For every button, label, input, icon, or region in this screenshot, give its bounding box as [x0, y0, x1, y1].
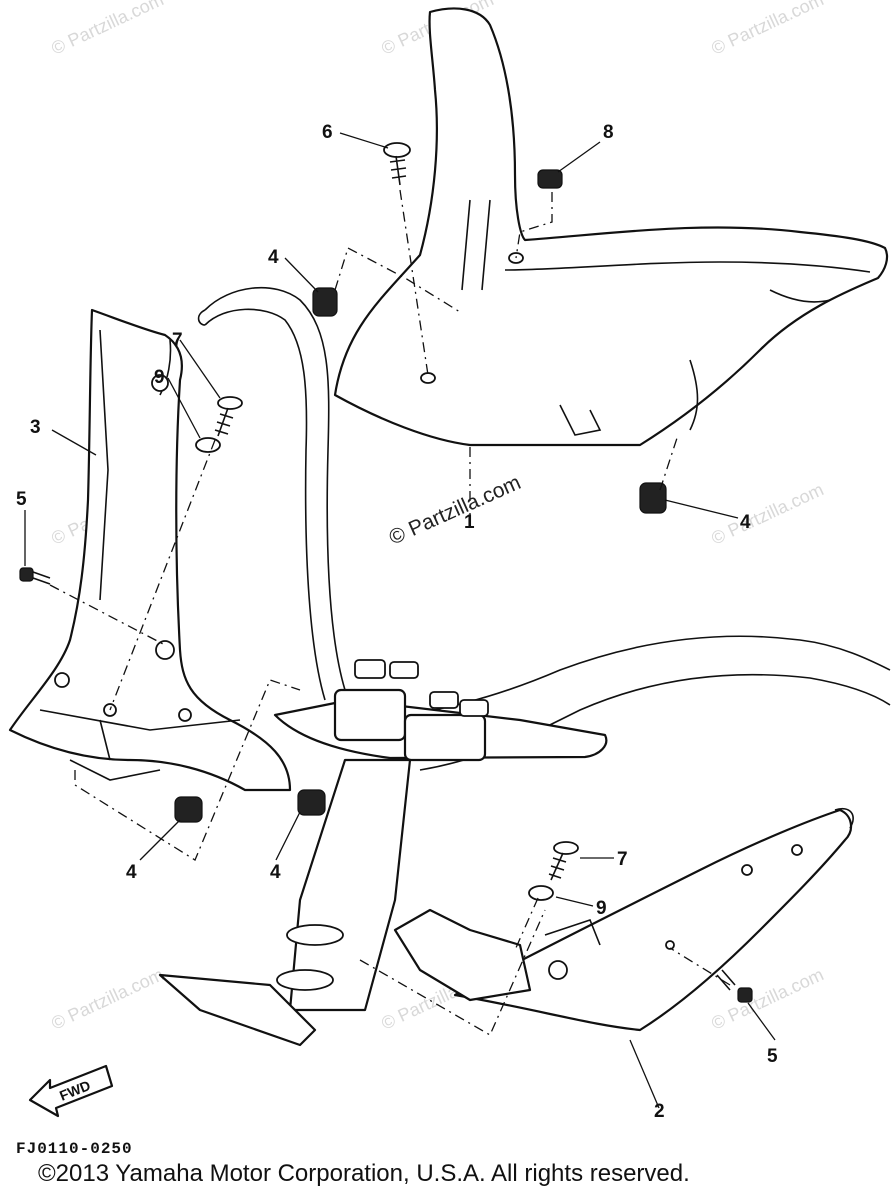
hardware: [19, 142, 753, 1003]
callout-part-4-bottom-left: 4: [126, 862, 137, 883]
callout-part-9-left: 9: [154, 367, 165, 388]
faint-watermark: © Partzilla.com: [48, 964, 166, 1033]
callout-part-6: 6: [322, 122, 333, 143]
fwd-arrow-icon: FWD: [28, 1064, 114, 1118]
callout-part-5-right: 5: [767, 1046, 778, 1067]
callout-part-4-top: 4: [268, 247, 279, 268]
callout-part-5-left: 5: [16, 489, 27, 510]
assembly-lines: [49, 189, 731, 1036]
watermark-main: © Partzilla.com: [386, 471, 525, 550]
faint-watermark: © Partzilla.com: [708, 479, 826, 548]
faint-watermark: © Partzilla.com: [708, 0, 826, 59]
faint-watermark: © Partzilla.com: [48, 0, 166, 59]
leader-lines: [24, 132, 776, 1109]
left-cover: [8, 308, 292, 792]
copyright-notice: ©2013 Yamaha Motor Corporation, U.S.A. A…: [38, 1160, 690, 1187]
callout-part-7-right: 7: [617, 849, 628, 870]
callout-part-8: 8: [603, 122, 614, 143]
front-fender: [333, 7, 889, 447]
steering-stem: [158, 659, 608, 1047]
diagram-code: FJ0110-0250: [16, 1140, 133, 1158]
callout-part-4-bottom-mid: 4: [270, 862, 281, 883]
callout-part-9-right: 9: [596, 898, 607, 919]
callout-part-7-left: 7: [172, 330, 183, 351]
right-cover: [393, 808, 854, 1032]
callout-part-3: 3: [30, 417, 41, 438]
callout-part-1: 1: [464, 512, 475, 533]
callout-part-4-right: 4: [740, 512, 751, 533]
callout-part-2: 2: [654, 1101, 665, 1122]
callouts: 6 8 4 4 1 3 7 9 5 4 4 7 9 5 2: [16, 122, 778, 1122]
